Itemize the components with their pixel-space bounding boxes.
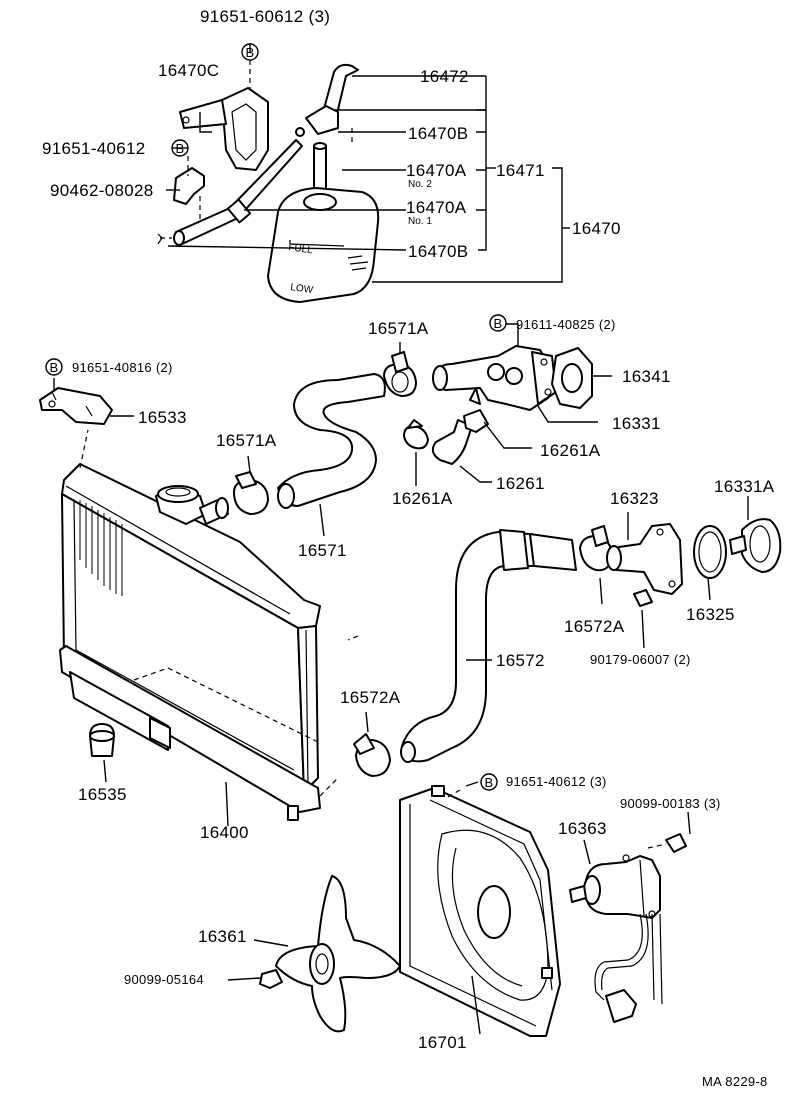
- label-16571: 16571: [298, 541, 347, 560]
- label-16470B-top: 16470B: [408, 124, 468, 143]
- label-90179-06007: 90179-06007 (2): [590, 652, 691, 667]
- reservoir-full-mark: FULL: [288, 242, 314, 256]
- label-16572: 16572: [496, 651, 545, 670]
- label-16533: 16533: [138, 408, 187, 427]
- label-91651-40816: 91651-40816 (2): [72, 360, 173, 375]
- svg-text:B: B: [494, 316, 503, 331]
- part-labels: 91651-60612 (3) 16470C 16472 16470B 9165…: [42, 7, 775, 1089]
- hose-clamp-16571A-top: [383, 363, 417, 397]
- upper-radiator-hose: [233, 373, 386, 537]
- lower-radiator-hose: [353, 525, 613, 777]
- label-16472: 16472: [420, 67, 469, 86]
- thermostat: [741, 518, 782, 573]
- bolt-symbols: B B B B B: [45, 43, 507, 791]
- hose-16571: [277, 373, 386, 507]
- svg-text:B: B: [176, 141, 185, 156]
- label-16400: 16400: [200, 823, 249, 842]
- label-16331A: 16331A: [714, 477, 775, 496]
- label-16470: 16470: [572, 219, 621, 238]
- svg-text:B: B: [246, 45, 255, 60]
- label-16470A-no2: 16470A: [406, 161, 467, 180]
- radiator: [59, 429, 359, 827]
- label-91651-60612: 91651-60612 (3): [200, 7, 330, 26]
- label-16323: 16323: [610, 489, 659, 508]
- label-16572A-right: 16572A: [564, 617, 625, 636]
- label-16341: 16341: [622, 367, 671, 386]
- label-16701: 16701: [418, 1033, 467, 1052]
- label-16571A-left: 16571A: [216, 431, 277, 450]
- label-16325: 16325: [686, 605, 735, 624]
- label-16261A-right: 16261A: [540, 441, 601, 460]
- reservoir-low-mark: LOW: [290, 282, 315, 296]
- hose-clamp-16261A-right: [463, 409, 489, 433]
- label-no2: No. 2: [408, 179, 432, 190]
- fan-motor: [585, 855, 661, 919]
- bolt-symbol-2: [171, 139, 189, 157]
- stud-bolt-90179: [633, 589, 653, 607]
- thermostat-housing-assembly: [606, 496, 782, 649]
- fan-motor-connector: [605, 989, 637, 1023]
- bolt-symbol-3: [489, 314, 507, 332]
- label-16535: 16535: [78, 785, 127, 804]
- cooling-fan: [275, 875, 401, 1033]
- label-91651-40612-3: 91651-40612 (3): [506, 774, 607, 789]
- bolt-symbol-1: [241, 43, 259, 61]
- label-16363: 16363: [558, 819, 607, 838]
- diagram-code: MA 8229-8: [702, 1074, 768, 1089]
- label-16470C: 16470C: [158, 61, 219, 80]
- fan-nut: [259, 969, 283, 989]
- label-no1: No. 1: [408, 216, 432, 227]
- label-16261A-left: 16261A: [392, 489, 453, 508]
- label-90099-00183: 90099-00183 (3): [620, 796, 721, 811]
- clip-bracket: [173, 167, 205, 205]
- label-16331: 16331: [612, 414, 661, 433]
- label-91611-40825: 91611-40825 (2): [516, 317, 616, 332]
- fan-shroud-assembly: [227, 781, 691, 1037]
- reservoir-assembly: FULL LOW: [157, 43, 570, 303]
- label-16361: 16361: [198, 927, 247, 946]
- water-inlet-16323: [611, 523, 683, 595]
- label-16261: 16261: [496, 474, 545, 493]
- reservoir-bracket: [221, 87, 269, 171]
- radiator-support-bracket: [39, 378, 134, 425]
- svg-text:B: B: [50, 360, 59, 375]
- label-16571A-top: 16571A: [368, 319, 429, 338]
- label-16572A-left: 16572A: [340, 688, 401, 707]
- label-16471: 16471: [496, 161, 545, 180]
- label-90099-05164: 90099-05164: [124, 972, 204, 987]
- label-16470A-no1: 16470A: [406, 198, 467, 217]
- label-90462-08028: 90462-08028: [50, 181, 154, 200]
- water-outlet-assembly: [383, 323, 612, 486]
- radiator-lower-tank: [59, 645, 321, 813]
- label-91651-40612: 91651-40612: [42, 139, 146, 158]
- hose-clamp-16261A-left: [403, 425, 429, 450]
- svg-text:B: B: [485, 775, 494, 790]
- overflow-hose-top: [321, 63, 359, 119]
- shroud-bolt: [665, 833, 687, 853]
- bolt-symbol-5: [480, 773, 498, 791]
- bolt-symbol-4: [45, 358, 63, 376]
- label-16470B-bottom: 16470B: [408, 242, 468, 261]
